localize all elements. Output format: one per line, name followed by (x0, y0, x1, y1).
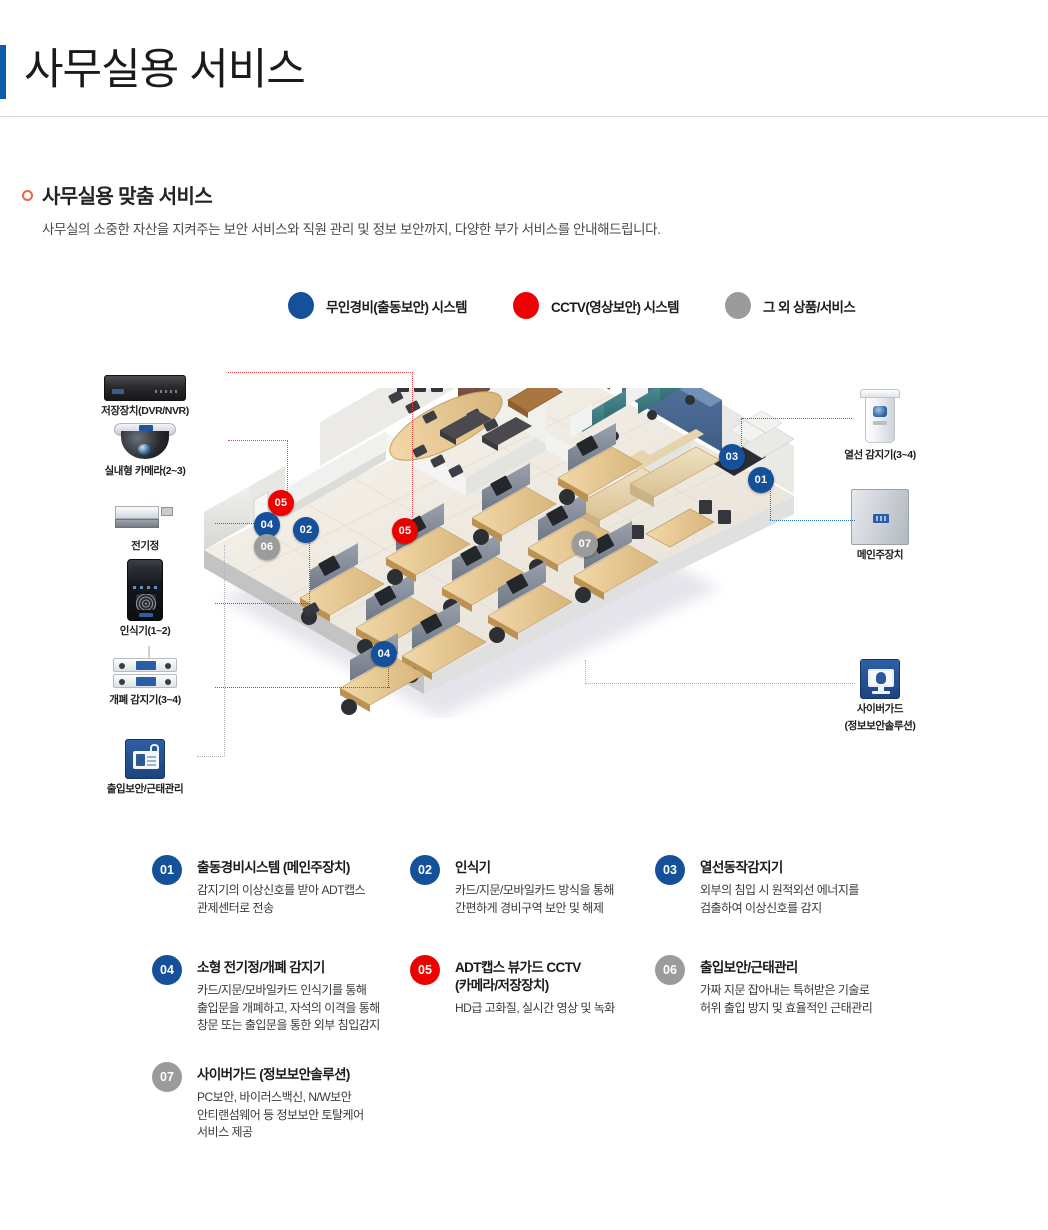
dvr-icon (70, 355, 220, 401)
connector-panel-up (770, 470, 771, 520)
section-title: 사무실용 맞춤 서비스 (42, 186, 213, 208)
dome-camera-icon (70, 415, 220, 461)
connector-badge-vert (224, 545, 225, 757)
connector-pir (742, 418, 852, 419)
card-number-badge: 03 (655, 855, 685, 885)
card-title: 소형 전기정/개폐 감지기 (197, 960, 325, 975)
device-pir-sensor: 열선 감지기(3~4) (805, 385, 955, 462)
card-number-badge: 02 (410, 855, 440, 885)
marker-05-cctv-meeting[interactable]: 05 (392, 518, 418, 544)
page-header: 사무실용 서비스 (0, 0, 1048, 117)
card-number-badge: 05 (410, 955, 440, 985)
device-access-attendance: 출입보안/근태관리 (70, 735, 220, 796)
pir-sensor-icon (805, 385, 955, 445)
device-label-second-line: (정보보안솔루션) (844, 720, 916, 732)
device-label: 열선 감지기(3~4) (844, 449, 916, 461)
electric-lock-icon (70, 490, 220, 536)
device-electric-lock: 전기정 (70, 490, 220, 553)
device-indoor-camera: 실내형 카메라(2~3) (70, 415, 220, 478)
card-number-badge: 06 (655, 955, 685, 985)
card-title: 열선동작감지기 (700, 860, 783, 875)
marker-04-lock-entrance[interactable]: 04 (254, 512, 280, 538)
control-panel-icon (805, 485, 955, 545)
legend: 무인경비(출동보안) 시스템 CCTV(영상보안) 시스템 그 외 상품/서비스 (288, 292, 901, 319)
legend-dot-gray-icon (725, 292, 751, 319)
connector-reader (215, 603, 310, 604)
connector-camera (228, 440, 288, 441)
connector-reader-up (309, 530, 310, 604)
page-title: 사무실용 서비스 (24, 46, 306, 94)
floorplan-svg (204, 388, 795, 718)
card-title: ADT캡스 뷰가드 CCTV (카메라/저장장치) (455, 960, 581, 993)
device-cyber-guard: 사이버가드 (정보보안솔루션) (805, 655, 955, 733)
device-label: 개폐 감지기(3~4) (109, 694, 181, 706)
section-subtitle: 사무실의 소중한 자산을 지켜주는 보안 서비스와 직원 관리 및 정보 보안까… (42, 222, 661, 237)
card-description: PC보안, 바이러스백신, N/W보안 안티랜섬웨어 등 정보보안 토탈케어 서… (197, 1090, 364, 1139)
legend-dot-red-icon (512, 292, 539, 319)
card-title: 출입보안/근태관리 (700, 960, 798, 975)
card-description: 외부의 침입 시 원적외선 에너지를 검출하여 이상신호를 감지 (700, 883, 859, 915)
card-description: 카드/지문/모바일카드 인식기를 통해 출입문을 개폐하고, 자석의 이격을 통… (197, 983, 380, 1032)
marker-06-access-control[interactable]: 06 (254, 534, 280, 560)
connector-camera-down (287, 440, 288, 492)
card-description: 가짜 지문 잡아내는 특허받은 기술로 허위 출입 방지 및 효율적인 근태관리 (700, 983, 873, 1015)
fingerprint-reader-icon (70, 555, 220, 621)
device-label: 인식기(1~2) (119, 625, 171, 637)
legend-item-other-services: 그 외 상품/서비스 (725, 292, 856, 319)
card-description: HD급 고화질, 실시간 영상 및 녹화 (455, 1001, 615, 1015)
isometric-office-floorplan (190, 388, 850, 718)
connector-dvr-down (412, 372, 413, 517)
device-magnetic-sensor: 개폐 감지기(3~4) (70, 646, 220, 707)
card-title: 사이버가드 (정보보안솔루션) (197, 1067, 350, 1082)
office-security-diagram: 저장장치(DVR/NVR) 실내형 카메라(2~3) 전기정 인식기(1~2) (0, 350, 1048, 820)
device-label: 저장장치(DVR/NVR) (101, 405, 189, 417)
device-label: 사이버가드 (856, 703, 904, 715)
card-title: 출동경비시스템 (메인주장치) (197, 860, 350, 875)
card-number-badge: 07 (152, 1062, 182, 1092)
device-main-panel: 메인주장치 (805, 485, 955, 562)
legend-label: CCTV(영상보안) 시스템 (550, 299, 680, 315)
connector-cyber (585, 683, 855, 684)
marker-07-cyber-guard[interactable]: 07 (572, 531, 598, 557)
device-dvr: 저장장치(DVR/NVR) (70, 355, 220, 418)
card-title: 인식기 (455, 860, 491, 875)
connector-magnet (215, 687, 390, 688)
marker-01-main-panel[interactable]: 01 (748, 467, 774, 493)
marker-05-cctv-entrance[interactable]: 05 (268, 490, 294, 516)
device-label: 전기정 (131, 540, 159, 552)
marker-03-pir-sensor[interactable]: 03 (719, 444, 745, 470)
device-fingerprint-reader: 인식기(1~2) (70, 555, 220, 638)
ring-bullet-icon (22, 190, 33, 201)
connector-badge (197, 756, 225, 757)
connector-panel (770, 520, 855, 521)
connector-pir-down (741, 418, 742, 446)
legend-label: 무인경비(출동보안) 시스템 (326, 299, 468, 315)
device-label: 메인주장치 (856, 549, 904, 561)
device-label: 출입보안/근태관리 (106, 783, 184, 795)
cyber-guard-icon (805, 655, 955, 699)
device-label: 실내형 카메라(2~3) (104, 465, 186, 477)
legend-item-unmanned-security: 무인경비(출동보안) 시스템 (288, 292, 468, 319)
connector-magnet-up (388, 653, 389, 688)
card-number-badge: 01 (152, 855, 182, 885)
connector-dvr (228, 372, 413, 373)
card-number-badge: 04 (152, 955, 182, 985)
card-description: 감지기의 이상신호를 받아 ADT캡스 관제센터로 전송 (197, 883, 366, 915)
connector-lock (215, 523, 262, 524)
title-accent-bar (0, 45, 6, 99)
id-badge-icon (70, 735, 220, 779)
connector-cyber-up (585, 660, 586, 684)
legend-label: 그 외 상품/서비스 (763, 299, 856, 315)
legend-dot-blue-icon (288, 292, 314, 319)
legend-item-cctv: CCTV(영상보안) 시스템 (512, 292, 680, 319)
magnetic-door-sensor-icon (70, 646, 220, 690)
marker-04-magnetic-window[interactable]: 04 (371, 641, 397, 667)
marker-02-reader[interactable]: 02 (293, 517, 319, 543)
card-description: 카드/지문/모바일카드 방식을 통해 간편하게 경비구역 보안 및 해제 (455, 883, 614, 915)
